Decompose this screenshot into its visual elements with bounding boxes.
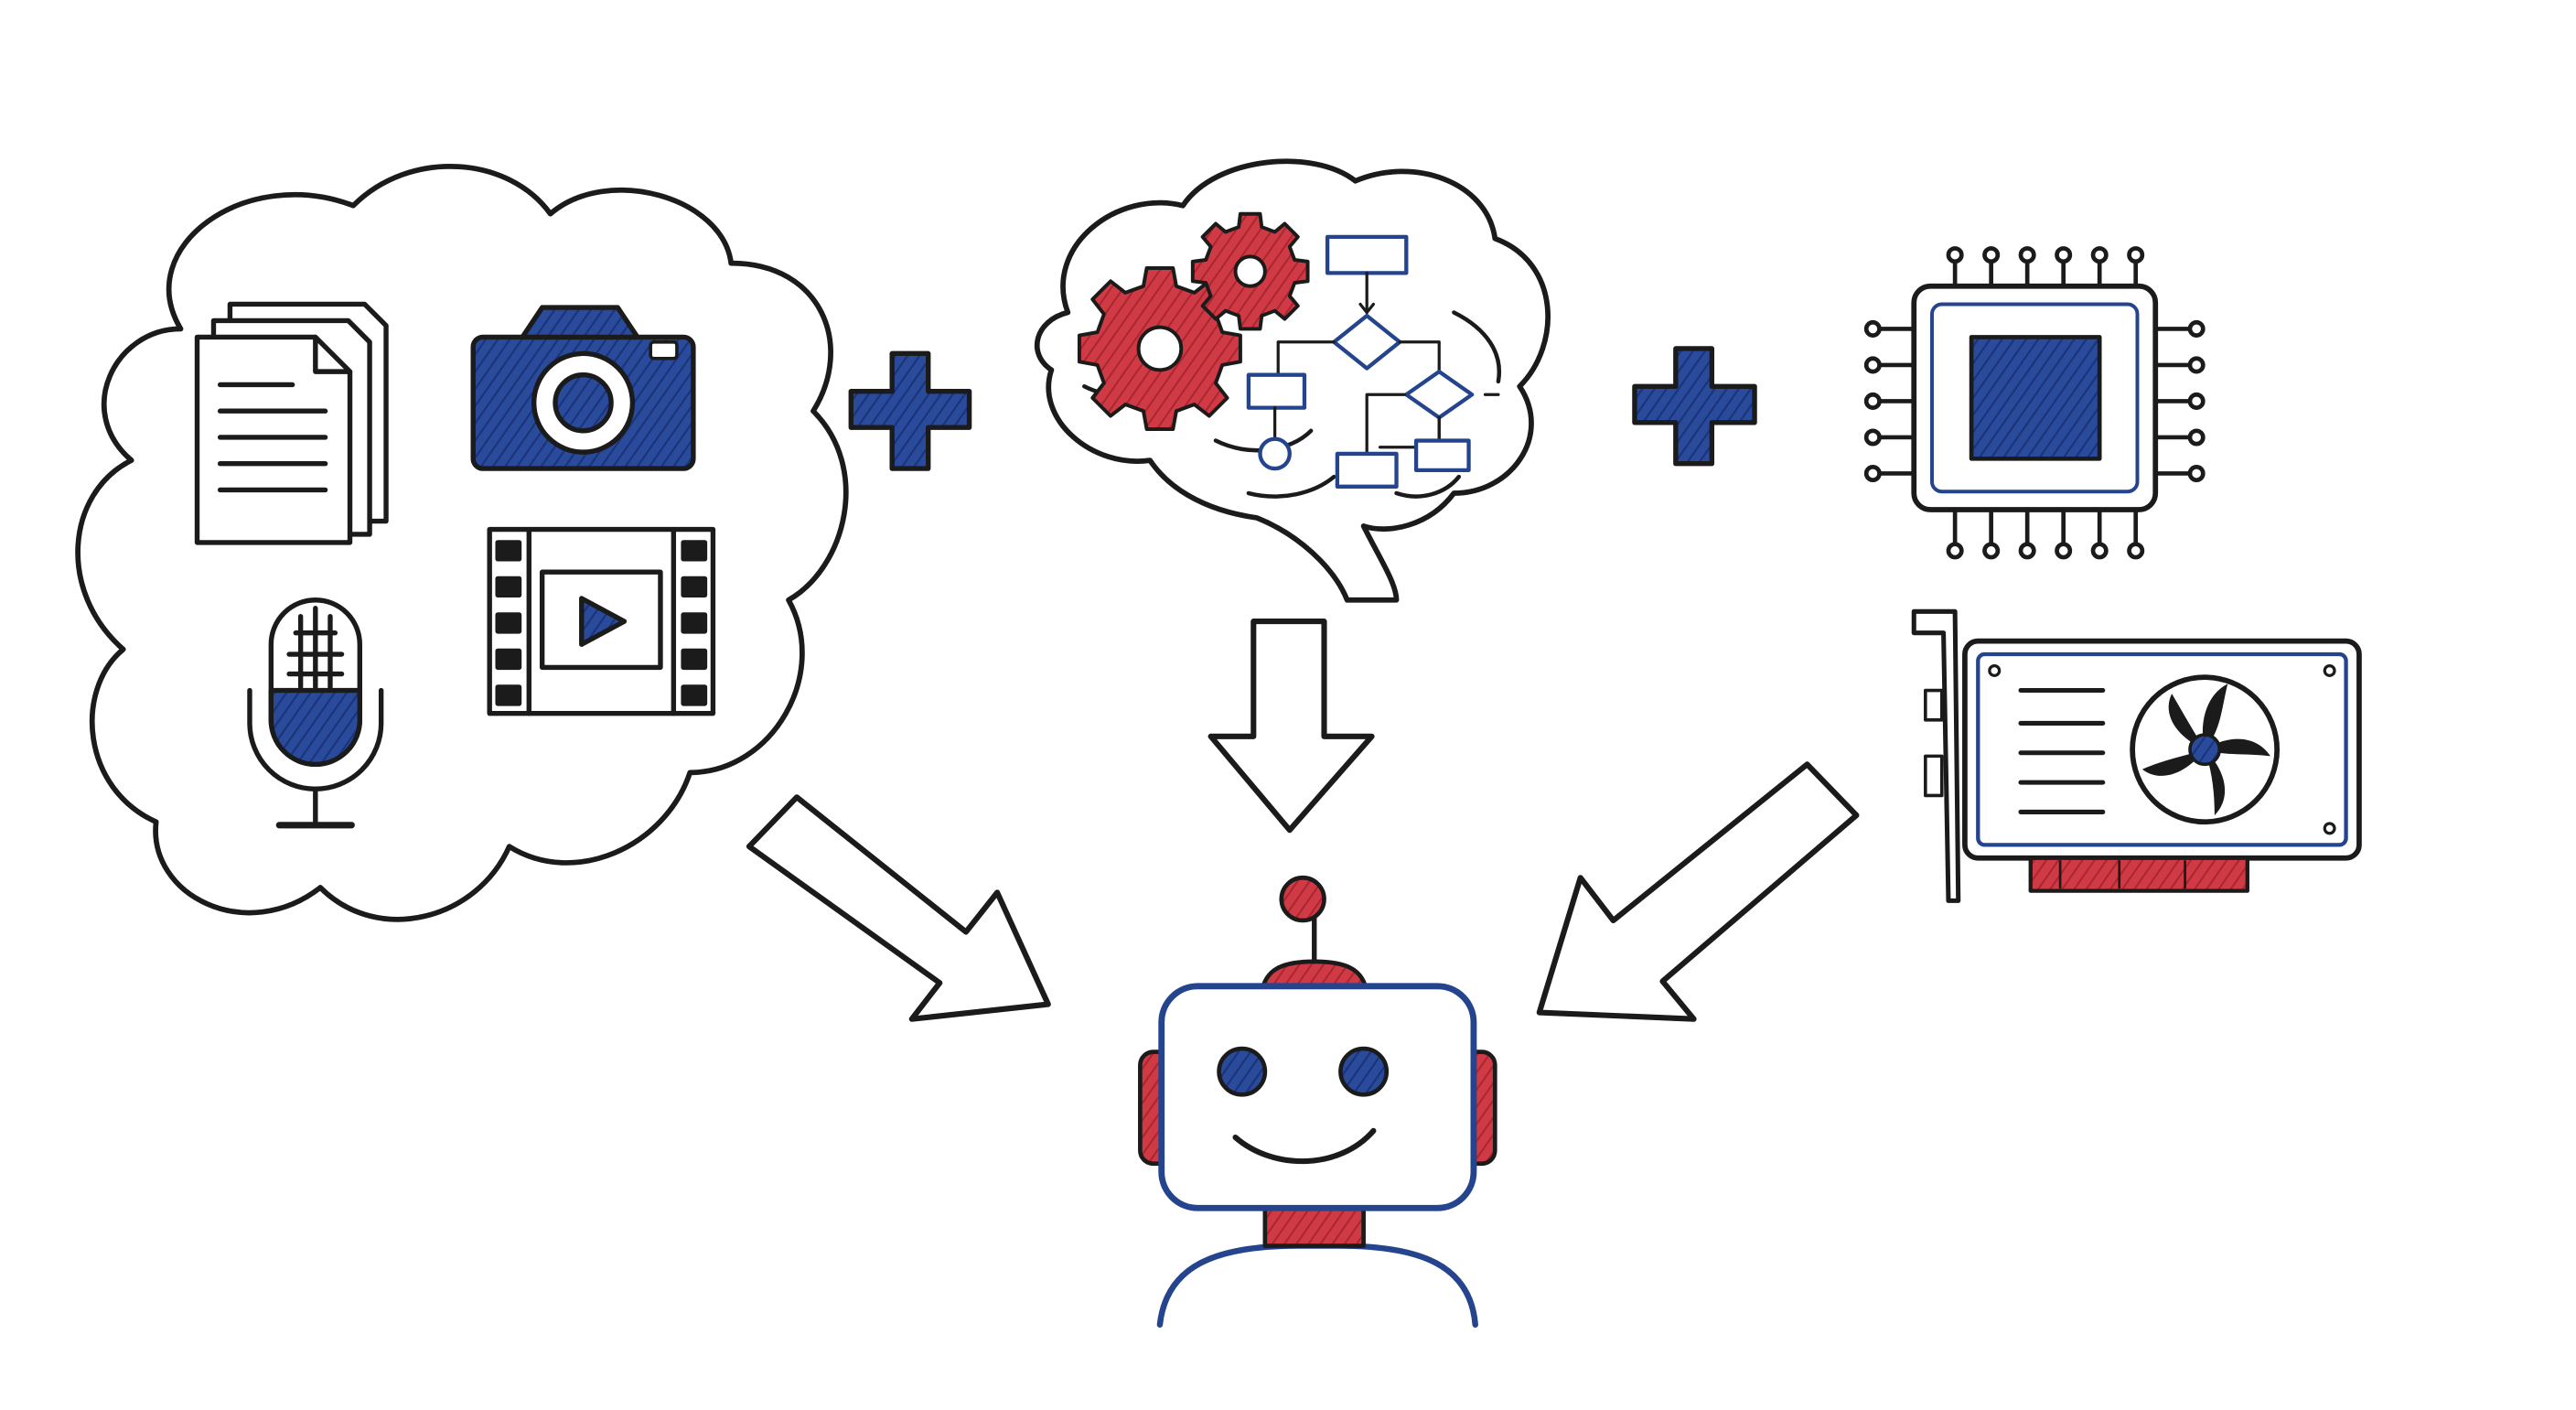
graphics-card-icon xyxy=(1911,608,2362,903)
robot-icon xyxy=(1138,875,1497,1328)
plus-icon xyxy=(1632,346,1757,467)
arrow-icon xyxy=(746,794,1051,1022)
cpu-chip-icon xyxy=(1863,246,2206,560)
plus-icon xyxy=(848,350,972,471)
flowchart-icon xyxy=(1246,234,1500,489)
brain xyxy=(1034,158,1551,603)
gear-icon xyxy=(1077,266,1242,431)
camera-icon xyxy=(470,305,696,471)
film-strip-icon xyxy=(487,526,716,716)
arrow-icon xyxy=(1536,761,1860,1022)
microphone-icon xyxy=(247,597,384,829)
data-cloud xyxy=(75,163,849,922)
arrow-icon xyxy=(1208,619,1375,834)
documents-icon xyxy=(194,301,389,545)
gear-icon xyxy=(1190,211,1310,331)
